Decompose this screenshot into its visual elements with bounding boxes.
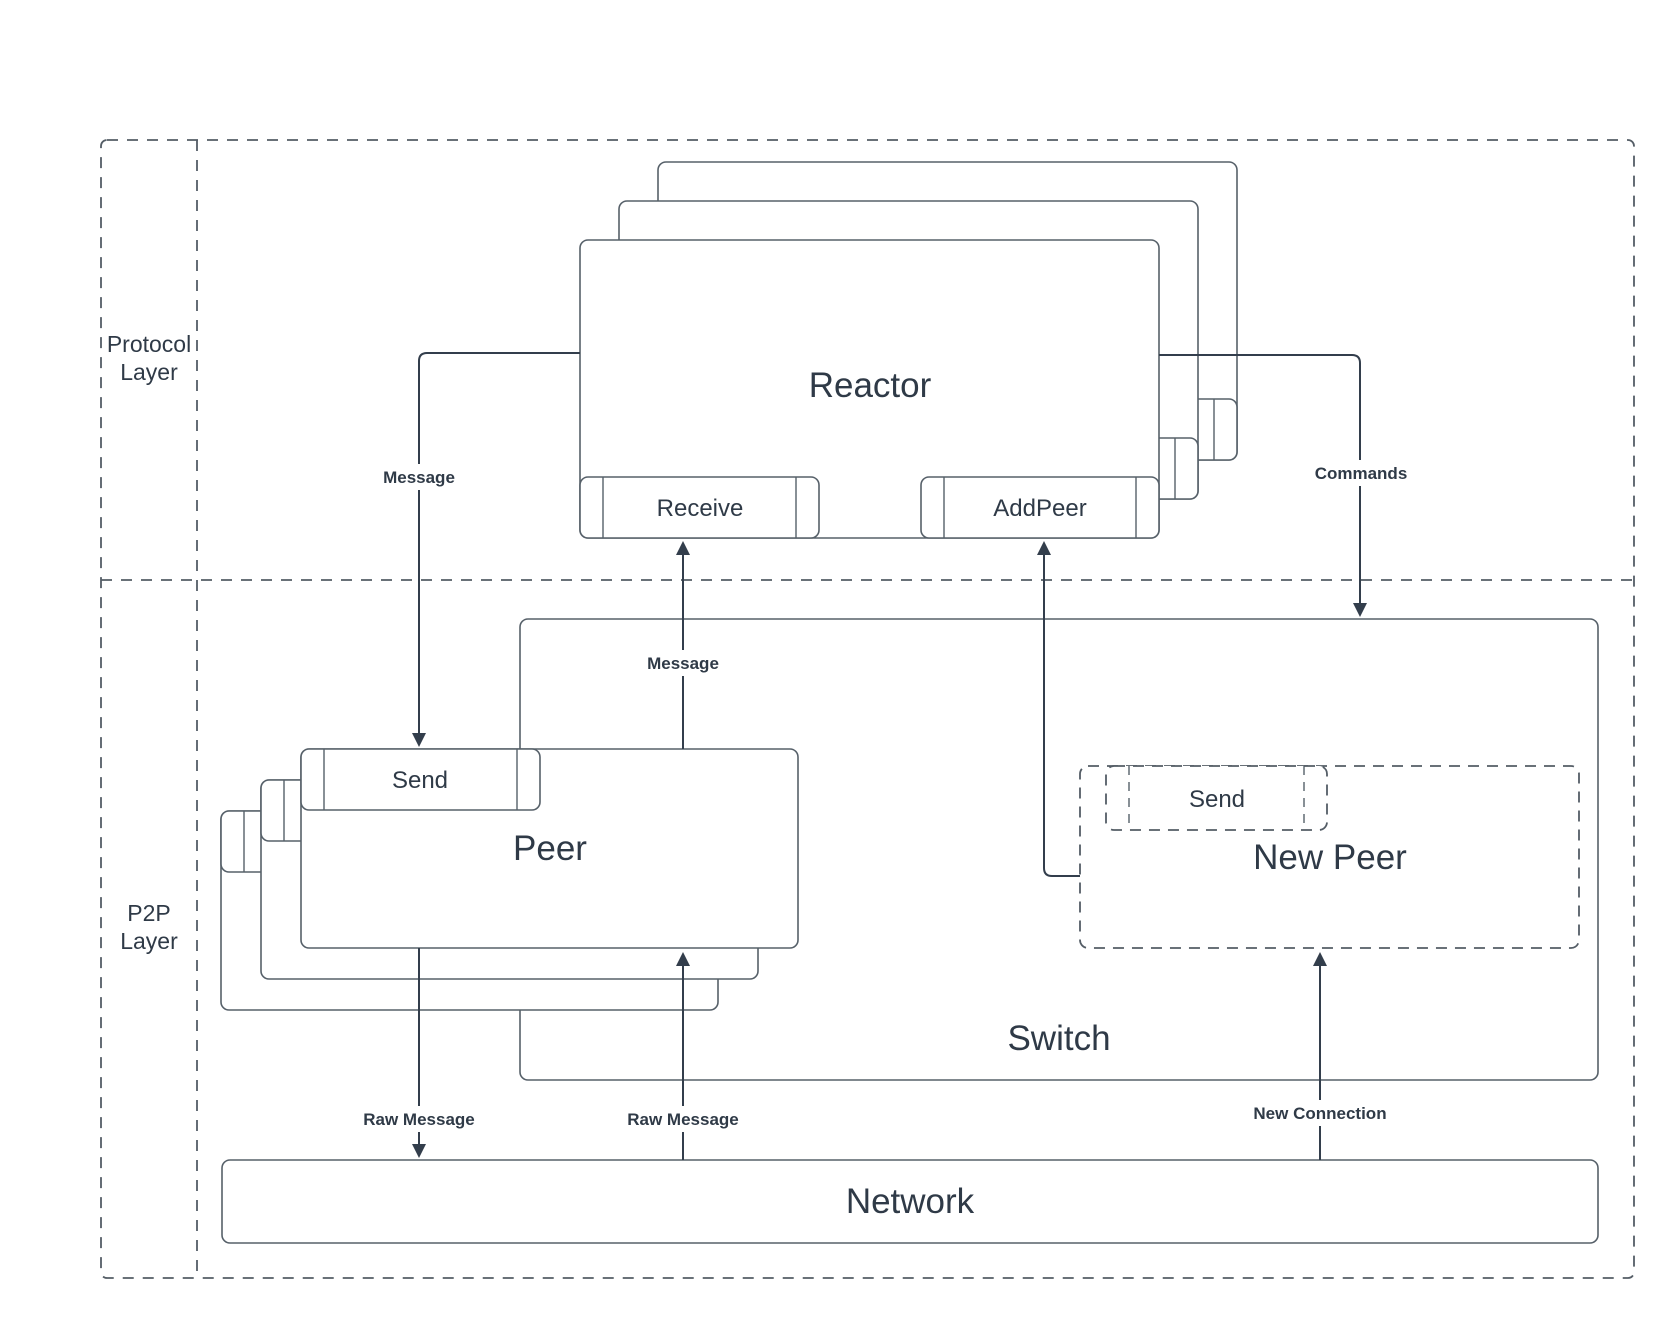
reactor-title: Reactor (809, 366, 932, 405)
new-peer-node: Send New Peer (1079, 765, 1580, 949)
new-peer-send-label: Send (1189, 786, 1245, 813)
label-backdrop (638, 650, 728, 676)
reactor-front: Reactor Receive AddPeer (579, 239, 1160, 539)
label-backdrop (357, 1106, 481, 1132)
label-backdrop (621, 1106, 745, 1132)
addpeer-arrow (1037, 541, 1080, 877)
protocol-layer-label-line1: Protocol (107, 331, 191, 357)
edge-labels: Message Message Commands Raw Message Raw… (357, 460, 1414, 1132)
p2p-layer-label-line2: Layer (120, 928, 178, 954)
peer-send-box (300, 748, 541, 811)
reactor-box (579, 239, 1160, 539)
raw-message-in-label: Raw Message (627, 1110, 739, 1129)
message-to-peer-arrow (412, 352, 580, 747)
layer-frame: Protocol Layer P2P Layer (100, 139, 1635, 1279)
label-backdrop (374, 464, 464, 490)
switch-title: Switch (1007, 1019, 1110, 1058)
reactor-stack: Reactor Receive AddPeer (579, 161, 1238, 539)
new-connection-label: New Connection (1253, 1104, 1386, 1123)
switch-node: Switch (519, 618, 1599, 1081)
message-to-peer-label: Message (383, 468, 455, 487)
peer-front: Peer Send (300, 748, 799, 949)
peer-stack: Peer Send (220, 748, 799, 1011)
peer-send-label: Send (392, 767, 448, 794)
new-peer-send-box (1105, 765, 1328, 831)
protocol-layer-label-line2: Layer (120, 359, 178, 385)
new-peer-title: New Peer (1253, 838, 1407, 877)
outer-dashed-boundary (100, 139, 1635, 1279)
reactor-receive-box (579, 476, 820, 539)
reactor-addpeer-label: AddPeer (993, 495, 1086, 522)
p2p-layer-label-line1: P2P (127, 900, 170, 926)
network-node: Network (221, 1159, 1599, 1244)
peer-title: Peer (513, 829, 587, 868)
reactor-addpeer-box (920, 476, 1160, 539)
commands-arrow (1159, 354, 1367, 617)
label-backdrop (1308, 460, 1414, 486)
message-to-reactor-label: Message (647, 654, 719, 673)
label-backdrop (1247, 1100, 1393, 1126)
raw-message-out-label: Raw Message (363, 1110, 475, 1129)
reactor-receive-label: Receive (657, 495, 744, 522)
network-title: Network (846, 1182, 975, 1221)
network-box (221, 1159, 1599, 1244)
commands-label: Commands (1315, 464, 1408, 483)
